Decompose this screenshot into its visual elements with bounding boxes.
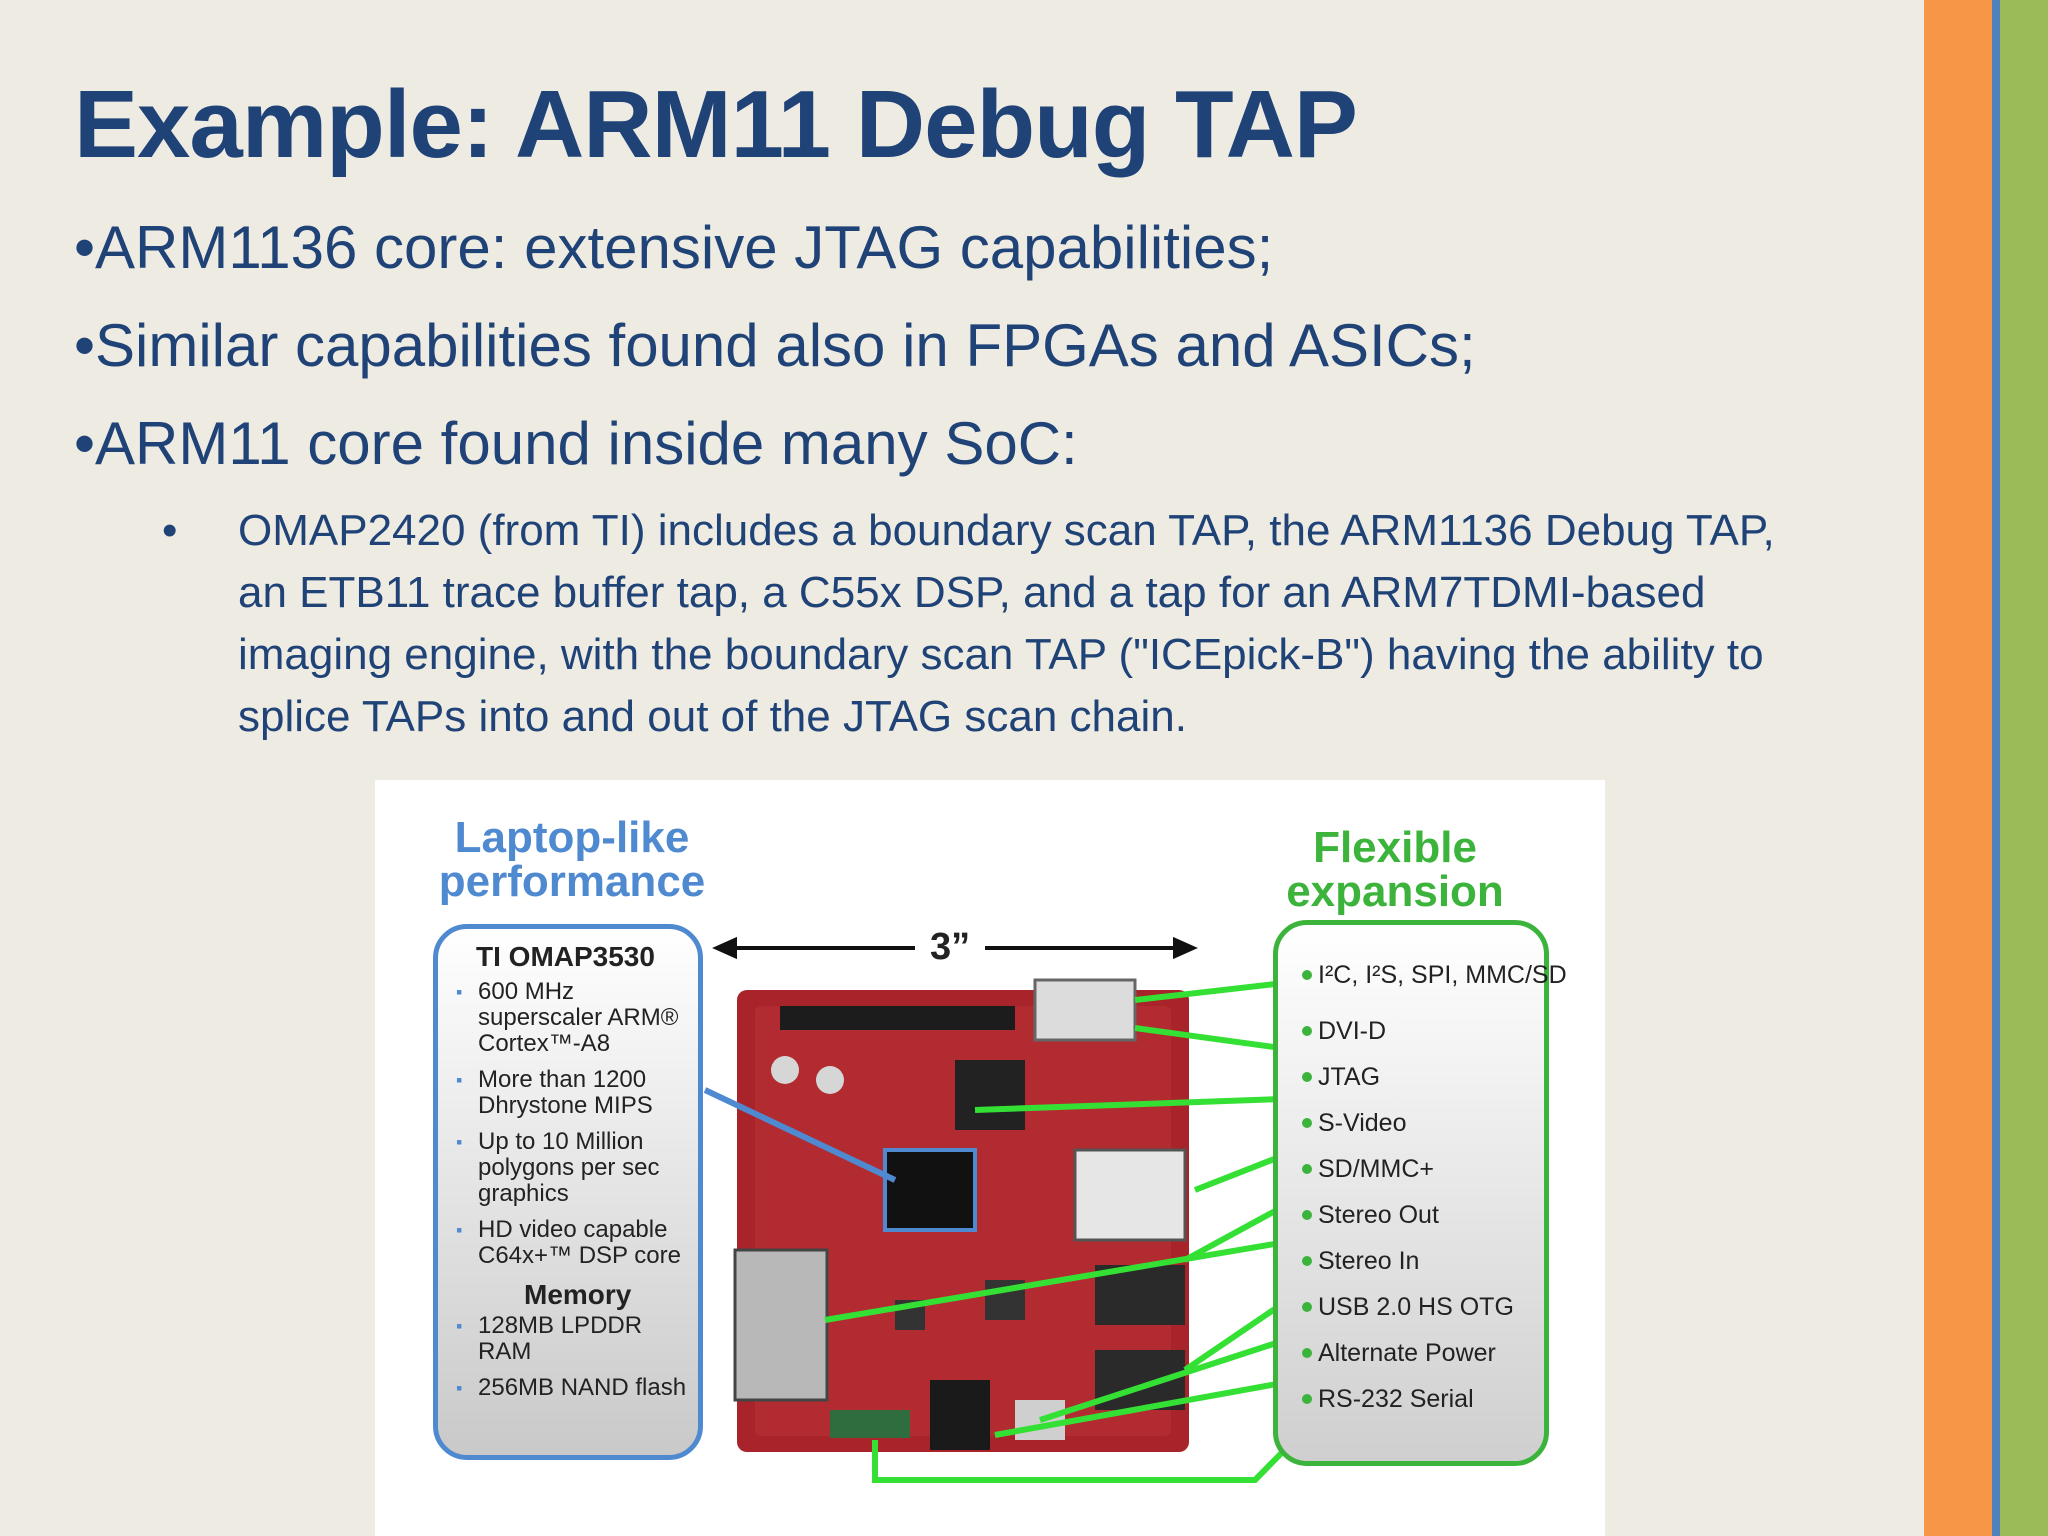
spec-item: More than 1200 Dhrystone MIPS — [456, 1067, 688, 1119]
sub-bullet-item: • OMAP2420 (from TI) includes a boundary… — [162, 500, 1776, 748]
spec-item: HD video capable C64x+™ DSP core — [456, 1217, 688, 1269]
green-accent-bar — [2000, 0, 2048, 1536]
bullet-item: •Similar capabilities found also in FPGA… — [74, 312, 1476, 379]
bullet-item: •ARM1136 core: extensive JTAG capabiliti… — [74, 214, 1274, 281]
memory-item: 128MB LPDDR RAM — [456, 1313, 688, 1365]
processor-spec-panel: TI OMAP3530 600 MHz superscaler ARM® Cor… — [433, 924, 703, 1460]
port-item: I²C, I²S, SPI, MMC/SD — [1302, 961, 1567, 1017]
port-item: Stereo In — [1302, 1247, 1544, 1293]
bullet-list: •ARM1136 core: extensive JTAG capabiliti… — [74, 212, 1894, 506]
slide-title: Example: ARM11 Debug TAP — [74, 71, 1358, 178]
right-heading: Flexible expansion — [1286, 823, 1504, 916]
port-item: RS-232 Serial — [1302, 1385, 1544, 1431]
blue-accent-bar — [1992, 0, 2000, 1536]
spec-item: Up to 10 Million polygons per sec graphi… — [456, 1129, 688, 1207]
spec-item: 600 MHz superscaler ARM® Cortex™-A8 — [456, 979, 688, 1057]
port-item: Alternate Power — [1302, 1339, 1544, 1385]
board-illustration — [703, 936, 1313, 1483]
side-accent-bars — [1924, 0, 2048, 1536]
dimension-arrow — [712, 936, 1198, 960]
memory-title: Memory — [524, 1279, 632, 1310]
board-size-label: 3” — [930, 926, 971, 968]
port-item: SD/MMC+ — [1302, 1155, 1544, 1201]
bullet-item: •ARM11 core found inside many SoC: — [74, 410, 1078, 477]
sub-bullet-list: • OMAP2420 (from TI) includes a boundary… — [162, 500, 1776, 748]
beagleboard-figure: Laptop-like performance Flexible expansi… — [375, 780, 1605, 1536]
orange-accent-bar — [1924, 0, 1992, 1536]
port-item: JTAG — [1302, 1063, 1544, 1109]
processor-title: TI OMAP3530 — [476, 941, 655, 972]
port-item: S-Video — [1302, 1109, 1544, 1155]
cpu-callout-line — [703, 1087, 897, 1183]
sub-bullet-marker: • — [162, 506, 178, 555]
left-heading: Laptop-like performance — [438, 813, 706, 906]
port-item: Stereo Out — [1302, 1201, 1544, 1247]
circuit-board — [733, 978, 1189, 1452]
memory-item: 256MB NAND flash — [456, 1375, 688, 1402]
port-item: USB 2.0 HS OTG — [1302, 1293, 1544, 1339]
expansion-port-panel: I²C, I²S, SPI, MMC/SD DVI-D JTAG S-Video… — [1273, 920, 1567, 1466]
sub-bullet-text: OMAP2420 (from TI) includes a boundary s… — [238, 506, 1775, 741]
port-item: DVI-D — [1302, 1017, 1544, 1063]
